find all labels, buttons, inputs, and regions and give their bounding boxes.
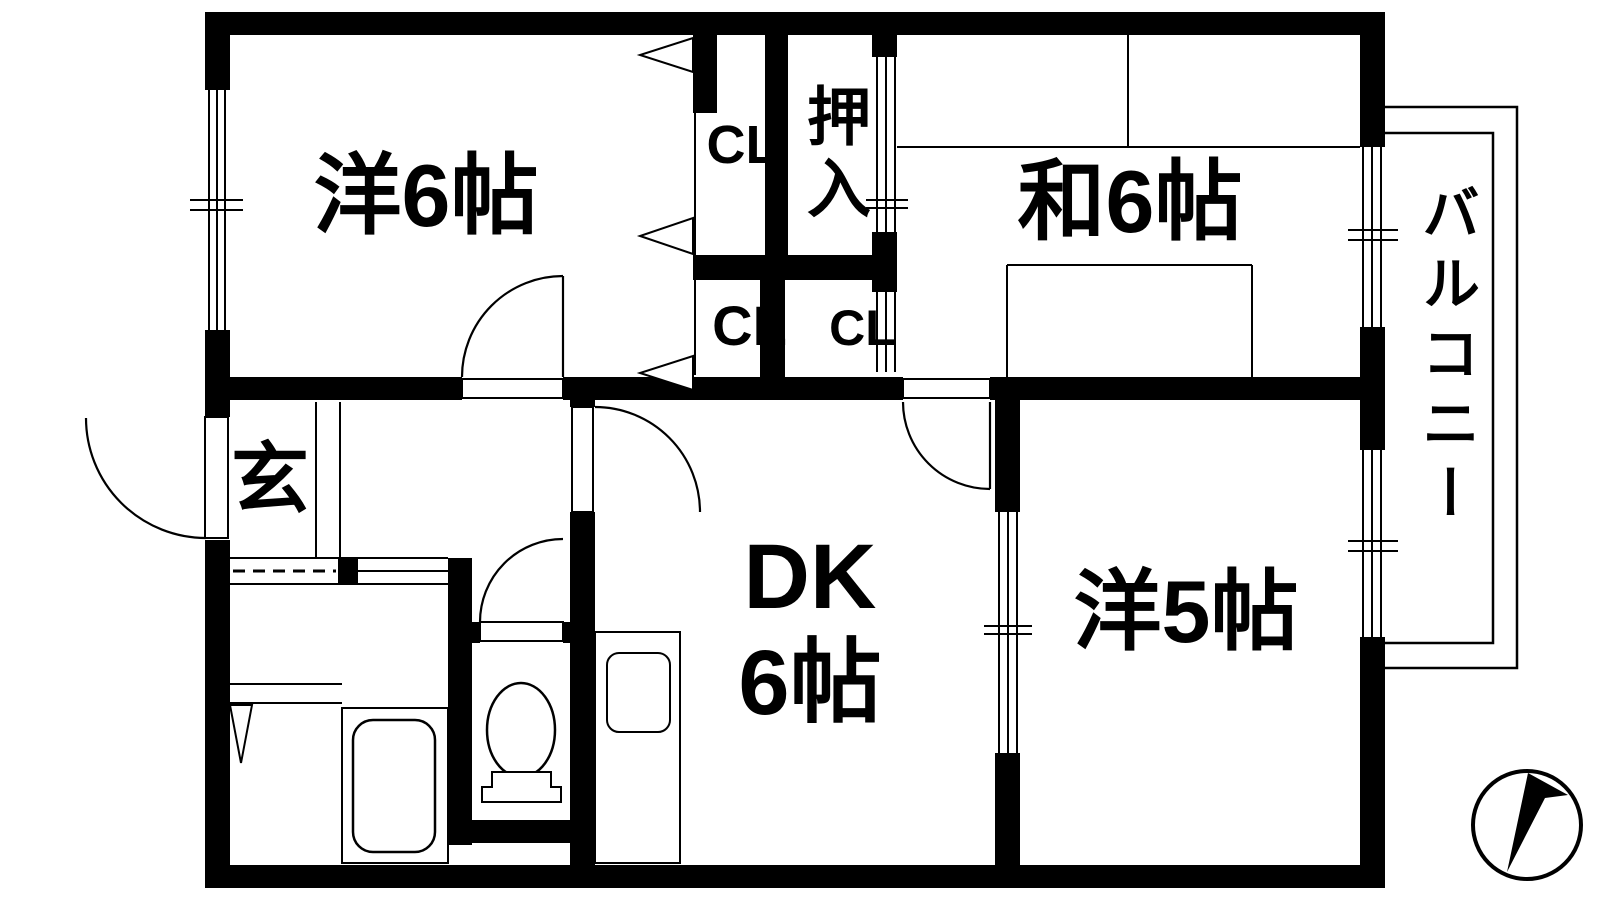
entrance-door-arc	[84, 417, 207, 540]
entrance-door-leaf	[204, 416, 229, 539]
bathtub	[351, 718, 437, 854]
entrance-step-lines	[315, 402, 341, 557]
western6-door-arc	[460, 274, 564, 378]
label-japanese6-room: 和6帖	[1017, 152, 1243, 251]
door-swings	[84, 274, 992, 623]
label-dk-room: DK 6帖	[660, 524, 960, 736]
hall-dk-door-leaf	[571, 406, 594, 513]
label-dk-line2: 6帖	[738, 632, 882, 734]
label-closet-top: CL	[706, 115, 779, 175]
vanity-lines	[230, 683, 342, 704]
bifold-door-markers	[228, 36, 694, 764]
western6-door-opening	[461, 378, 564, 399]
door-leaves	[204, 378, 991, 642]
bifold-marker-middle	[636, 216, 694, 256]
western6-window	[190, 90, 243, 330]
japanese6-door-opening	[902, 378, 991, 399]
bath-fold-door-marker	[228, 704, 254, 764]
hall-dk-door-arc	[594, 405, 702, 513]
label-closet-mid-right: CL	[829, 300, 896, 356]
dk-western5-sliding-door	[984, 512, 1032, 753]
kitchen-sink	[606, 652, 671, 733]
fixtures	[341, 631, 681, 864]
label-entrance: 玄	[230, 435, 309, 523]
toilet-bowl	[485, 681, 557, 779]
oshiire-sliding-door	[866, 57, 908, 232]
label-oshiire: 押入	[798, 82, 870, 227]
western5-balcony-window	[1348, 450, 1398, 637]
label-western6-room: 洋6帖	[313, 146, 539, 245]
windows	[190, 57, 1398, 753]
toilet-door-arc	[478, 537, 564, 623]
balcony-railing	[1385, 105, 1519, 670]
bifold-marker-bottom	[636, 354, 694, 392]
interior-lines	[228, 35, 1360, 704]
japanese6-balcony-window	[1348, 147, 1398, 327]
washroom-entry-band	[228, 557, 448, 585]
bifold-marker-top	[636, 36, 694, 74]
label-closet-mid-left: CL	[712, 294, 787, 357]
closet-right-sliding-door	[876, 292, 896, 372]
compass-icon	[1471, 769, 1583, 881]
label-western5-room: 洋5帖	[1073, 562, 1299, 661]
label-balcony: バルコニー	[1413, 183, 1478, 533]
toilet-tank	[481, 771, 562, 803]
japanese6-door-arc	[901, 401, 991, 491]
tatami-lines	[897, 35, 1360, 377]
label-dk-line1: DK	[743, 526, 877, 628]
toilet-door-leaf	[479, 621, 564, 642]
